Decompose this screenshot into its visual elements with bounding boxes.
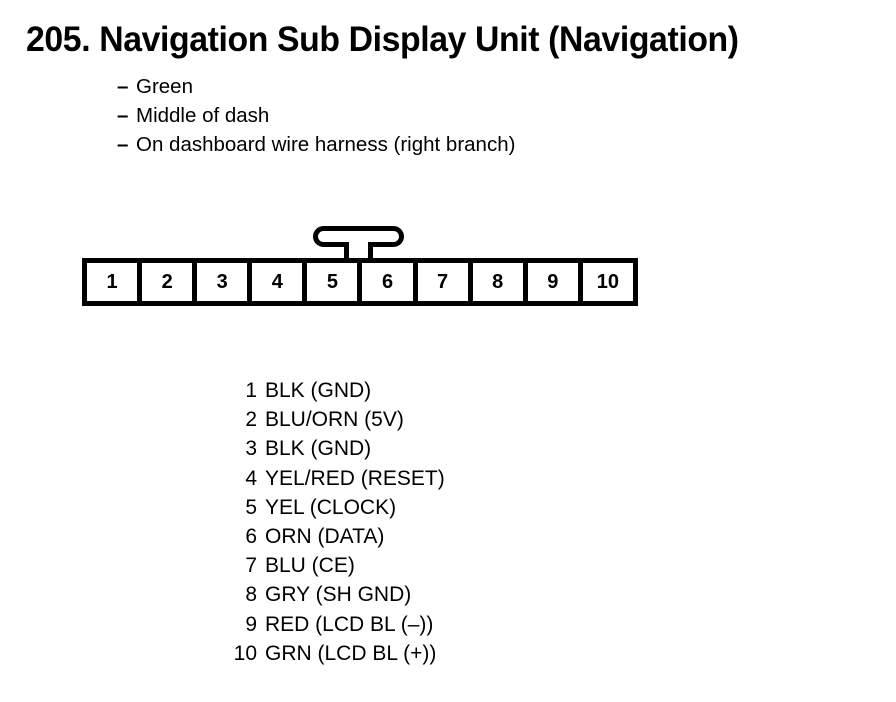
connector-pin-3: 3 [197, 263, 248, 301]
connector-pin-10: 10 [582, 263, 633, 301]
connector-pin-6: 6 [362, 263, 413, 301]
legend-row: 6 ORN (DATA) [212, 522, 445, 551]
legend-pin-number: 6 [245, 525, 257, 549]
pin-legend: 1 BLK (GND) 2 BLU/ORN (5V) 3 BLK (GND) 4… [212, 376, 445, 668]
note-text: On dashboard wire harness (right branch) [136, 133, 516, 156]
legend-pin-number: 7 [245, 554, 257, 578]
note-text: Green [136, 75, 193, 98]
notes-list: –Green –Middle of dash –On dashboard wir… [117, 72, 515, 159]
legend-pin-number: 1 [245, 379, 257, 402]
connector-pin-2: 2 [142, 263, 193, 301]
legend-pin-number: 8 [245, 583, 257, 607]
legend-pin-label: YEL/RED (RESET) [265, 466, 445, 490]
legend-pin-number: 3 [245, 437, 257, 461]
latch-stem [344, 242, 373, 259]
legend-row: 1 BLK (GND) [212, 376, 445, 405]
connector-latch-icon [313, 226, 404, 259]
legend-row: 2 BLU/ORN (5V) [212, 405, 445, 434]
legend-row: 9 RED (LCD BL (–)) [212, 610, 445, 639]
legend-pin-label: GRY (SH GND) [265, 583, 412, 607]
connector-pin-5: 5 [307, 263, 358, 301]
connector-pin-4: 4 [252, 263, 303, 301]
page-title: 205. Navigation Sub Display Unit (Naviga… [26, 20, 739, 59]
note-item: –Green [117, 72, 515, 101]
note-item: –Middle of dash [117, 101, 515, 130]
note-text: Middle of dash [136, 104, 270, 127]
legend-pin-number: 5 [245, 495, 257, 519]
legend-row: 7 BLU (CE) [212, 551, 445, 580]
legend-pin-label: RED (LCD BL (–)) [265, 612, 434, 636]
legend-pin-number: 4 [245, 466, 257, 490]
legend-pin-label: BLU/ORN (5V) [265, 408, 404, 432]
connector-pin-7: 7 [417, 263, 468, 301]
dash-bullet-icon: – [117, 75, 129, 98]
legend-row: 4 YEL/RED (RESET) [212, 464, 445, 493]
legend-row: 5 YEL (CLOCK) [212, 493, 445, 522]
legend-row: 3 BLK (GND) [212, 434, 445, 463]
legend-pin-number: 2 [245, 408, 257, 432]
legend-pin-label: YEL (CLOCK) [265, 495, 397, 519]
legend-pin-label: ORN (DATA) [265, 525, 385, 549]
connector-diagram: 1 2 3 4 5 6 7 8 9 10 [82, 226, 638, 306]
legend-pin-number: 10 [233, 641, 257, 665]
connector-pin-1: 1 [87, 263, 138, 301]
connector-pin-8: 8 [472, 263, 523, 301]
connector-pin-9: 9 [527, 263, 578, 301]
legend-pin-label: BLK (GND) [265, 437, 372, 461]
connector-shell: 1 2 3 4 5 6 7 8 9 10 [82, 258, 638, 306]
dash-bullet-icon: – [117, 133, 129, 156]
legend-pin-label: BLK (GND) [265, 379, 372, 402]
legend-pin-number: 9 [245, 612, 257, 636]
legend-pin-label: BLU (CE) [265, 554, 355, 578]
note-item: –On dashboard wire harness (right branch… [117, 130, 515, 159]
legend-row: 8 GRY (SH GND) [212, 580, 445, 609]
legend-pin-label: GRN (LCD BL (+)) [265, 641, 437, 665]
legend-row: 10 GRN (LCD BL (+)) [212, 639, 445, 668]
dash-bullet-icon: – [117, 104, 129, 127]
